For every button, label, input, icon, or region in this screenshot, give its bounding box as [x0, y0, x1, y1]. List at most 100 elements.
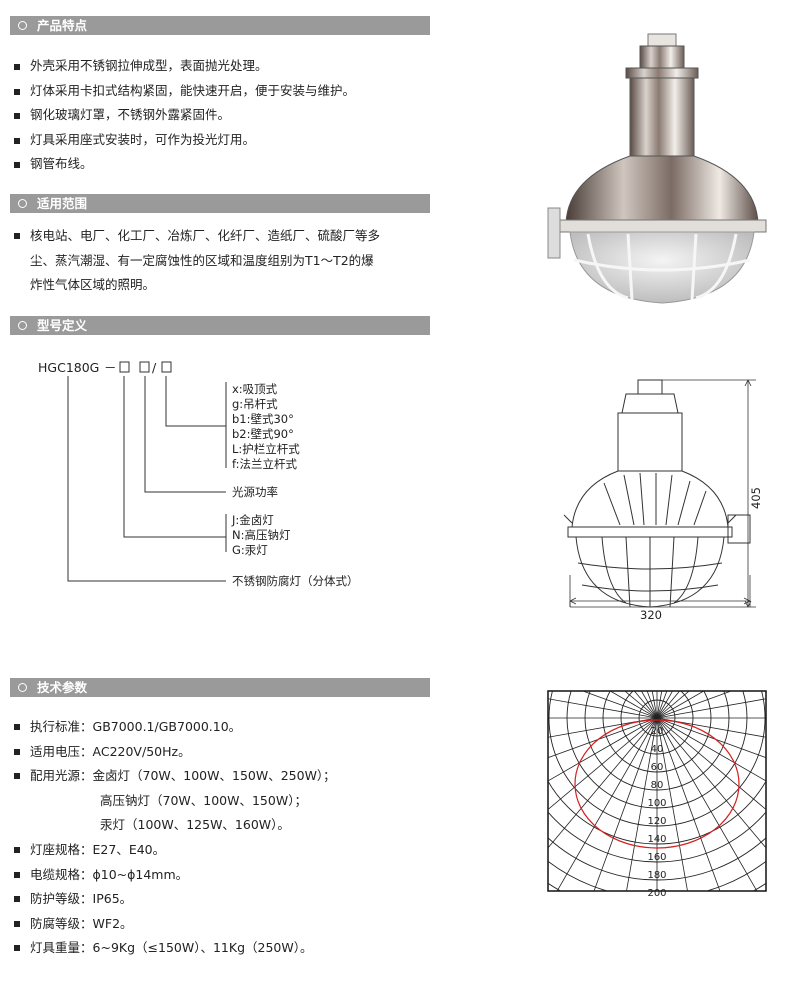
tech-row: 汞灯（100W、125W、160W）。: [100, 817, 290, 833]
ring-label: 40: [651, 744, 664, 755]
grid-spoke: [548, 698, 658, 719]
lamp-type: G:汞灯: [232, 543, 268, 557]
height-dimension: 405: [749, 487, 763, 509]
model-definition-diagram: HGC180G － / x:吸顶式 g:吊杆式 b1:壁式30° b2:壁式90…: [38, 360, 359, 588]
circle-bullet-icon: [18, 683, 27, 692]
grid-spoke: [656, 691, 733, 719]
ring-label: 100: [647, 798, 666, 809]
section-header-model: 型号定义: [10, 316, 430, 335]
model-code: HGC180G: [38, 360, 99, 375]
grid-spoke: [626, 717, 658, 891]
tech-row: 电缆规格：ϕ10~ϕ14mm。: [12, 863, 452, 888]
model-dash: －: [104, 360, 117, 375]
tech-row: 适用电压：AC220V/50Hz。: [12, 740, 452, 765]
lamp-type: N:高压钠灯: [232, 528, 291, 542]
width-dimension: 320: [640, 608, 662, 622]
ring-label: 180: [647, 870, 666, 881]
lamp-type: J:金卤灯: [231, 513, 274, 527]
square-bullet-icon: [14, 846, 20, 853]
grid-spoke: [548, 717, 658, 782]
grid-spoke: [609, 691, 658, 719]
square-bullet-icon: [14, 748, 20, 755]
grid-spoke: [656, 717, 766, 782]
grid-spoke: [656, 717, 721, 891]
section-title: 适用范围: [37, 196, 88, 211]
grid-spoke: [548, 717, 658, 810]
power-label: 光源功率: [232, 485, 278, 499]
section-title: 技术参数: [37, 680, 88, 695]
list-item: 钢化玻璃灯罩，不锈钢外露紧固件。: [12, 103, 442, 128]
tech-row: 执行标准：GB7000.1/GB7000.10。: [12, 715, 452, 740]
grid-spoke: [656, 717, 688, 891]
square-bullet-icon: [14, 920, 20, 927]
square-bullet-icon: [14, 233, 20, 239]
grid-spoke: [581, 691, 658, 719]
mount-option: b1:壁式30°: [232, 412, 294, 426]
circle-bullet-icon: [18, 321, 27, 330]
ring-label: 200: [647, 888, 666, 899]
tech-row: 灯具重量：6~9Kg（≤150W）、11Kg（250W）。: [12, 936, 452, 961]
grid-spoke: [548, 717, 658, 759]
grid-spoke: [656, 717, 766, 810]
ring-label: 120: [647, 816, 666, 827]
mount-option: x:吸顶式: [232, 382, 278, 396]
square-bullet-icon: [14, 64, 20, 70]
tech-row: 防护等级：IP65。: [12, 887, 452, 912]
square-bullet-icon: [14, 724, 20, 730]
tech-row: 高压钠灯（70W、100W、150W）；: [100, 792, 307, 808]
grid-spoke: [548, 717, 658, 849]
grid-spoke: [656, 717, 766, 759]
tech-row: 配用光源：金卤灯（70W、100W、150W、250W）；: [12, 764, 452, 789]
grid-spoke: [556, 717, 658, 891]
intensity-curve: [574, 719, 740, 849]
product-photo: [547, 33, 767, 304]
square-bullet-icon: [14, 871, 20, 878]
grid-spoke: [656, 698, 766, 719]
ring-label: 80: [651, 780, 664, 791]
placeholder-box: [119, 361, 130, 373]
section-header-tech: 技术参数: [10, 678, 430, 697]
grid-spoke: [548, 717, 658, 738]
dimension-drawing: 405 320: [563, 379, 763, 622]
section-header-scope: 适用范围: [10, 194, 430, 213]
list-item: 外壳采用不锈钢拉伸成型，表面抛光处理。: [12, 54, 442, 79]
feature-list: 外壳采用不锈钢拉伸成型，表面抛光处理。 灯体采用卡扣式结构紧固，能快速开启，便于…: [12, 54, 442, 177]
model-slash: /: [152, 360, 157, 375]
grid-spoke: [656, 717, 766, 849]
section-title: 型号定义: [37, 318, 88, 333]
circle-bullet-icon: [18, 21, 27, 30]
ring-label: 20: [651, 726, 664, 737]
square-bullet-icon: [14, 137, 20, 144]
scope-paragraph: 核电站、电厂、化工厂、冶炼厂、化纤厂、造纸厂、硫酸厂等多 尘、蒸汽潮湿、有一定腐…: [12, 224, 437, 298]
grid-spoke: [593, 717, 658, 891]
placeholder-box: [139, 361, 150, 373]
ring-label: 60: [651, 762, 664, 773]
mount-option: g:吊杆式: [232, 397, 278, 411]
list-item: 钢管布线。: [12, 152, 442, 177]
ring-label: 140: [647, 834, 666, 845]
mount-option: f:法兰立杆式: [232, 457, 298, 471]
tech-row: 灯座规格：E27、E40。: [12, 838, 452, 863]
square-bullet-icon: [14, 113, 20, 119]
section-header-features: 产品特点: [10, 16, 430, 35]
square-bullet-icon: [14, 773, 20, 780]
tech-params: 执行标准：GB7000.1/GB7000.10。 适用电压：AC220V/50H…: [12, 715, 452, 961]
circle-bullet-icon: [18, 199, 27, 208]
product-name: 不锈钢防腐灯（分体式）: [232, 574, 359, 588]
square-bullet-icon: [14, 945, 20, 952]
section-title: 产品特点: [37, 18, 88, 33]
list-item: 灯具采用座式安装时，可作为投光灯用。: [12, 128, 442, 153]
tech-row: 防腐等级：WF2。: [12, 912, 452, 937]
square-bullet-icon: [14, 88, 20, 95]
mount-option: b2:壁式90°: [232, 427, 294, 441]
mount-option: L:护栏立杆式: [232, 442, 300, 456]
square-bullet-icon: [14, 896, 20, 903]
light-distribution-diagram: 20 40 60 80 100 120 140 160 180 200: [547, 690, 767, 899]
grid-spoke: [656, 717, 758, 891]
list-item: 灯体采用卡扣式结构紧固，能快速开启，便于安装与维护。: [12, 79, 442, 104]
grid-spoke: [656, 717, 766, 738]
square-bullet-icon: [14, 162, 20, 168]
placeholder-box: [161, 361, 172, 373]
grid-spoke: [656, 691, 705, 719]
ring-label: 160: [647, 852, 666, 863]
